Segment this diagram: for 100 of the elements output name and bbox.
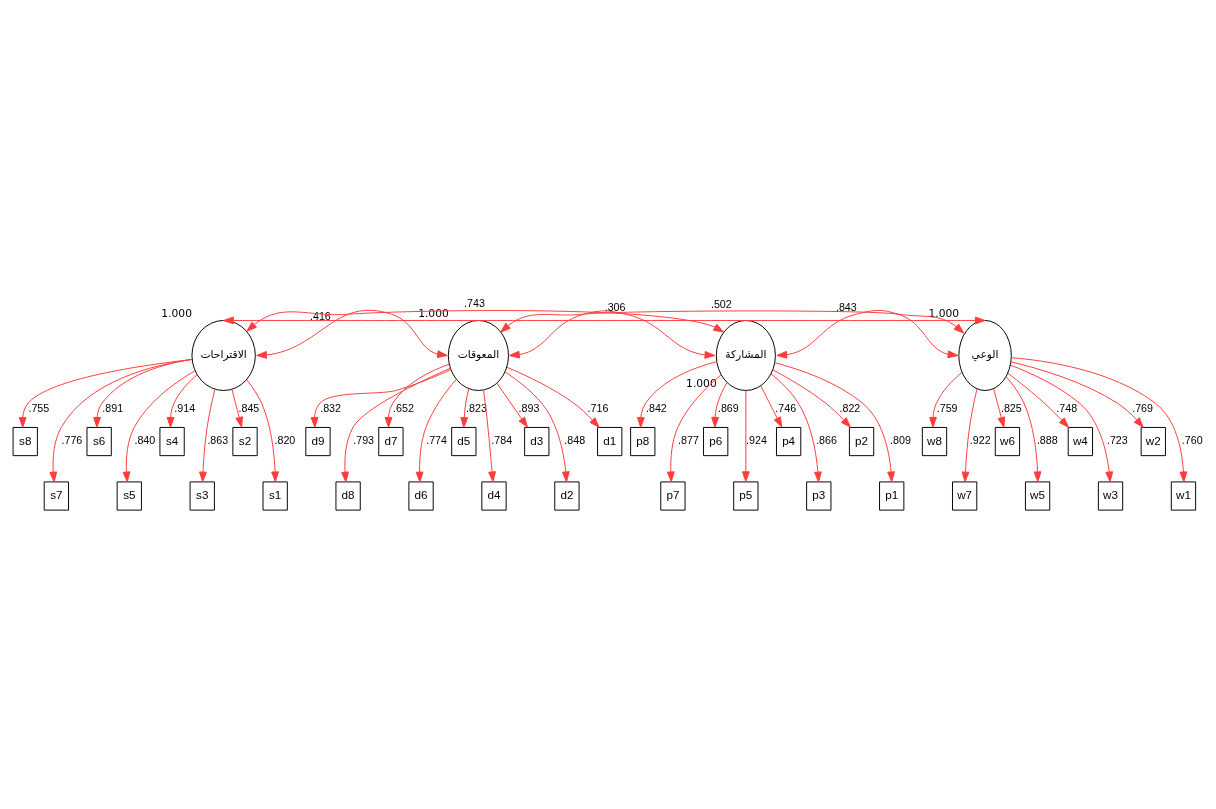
node-box: s4 bbox=[159, 426, 185, 457]
node-box: p8 bbox=[630, 426, 656, 457]
node-box: s7 bbox=[43, 481, 69, 511]
arrow bbox=[199, 389, 216, 483]
edge-label: .832 bbox=[320, 401, 342, 414]
edge-label: .755 bbox=[28, 401, 50, 414]
node-box: p6 bbox=[703, 426, 729, 457]
node-box: d5 bbox=[451, 426, 477, 457]
edge-label: .825 bbox=[1000, 401, 1022, 414]
node-box: p1 bbox=[879, 481, 905, 511]
node-box: w8 bbox=[921, 426, 948, 457]
edge-label: .746 bbox=[775, 401, 797, 414]
arrow bbox=[49, 358, 193, 483]
edge-label: .843 bbox=[835, 300, 857, 313]
node-label: 1.000 bbox=[928, 307, 960, 321]
edge-label: .759 bbox=[936, 401, 958, 414]
arrow bbox=[1007, 372, 1069, 428]
arrow bbox=[504, 371, 570, 483]
edge-label: .502 bbox=[710, 297, 732, 310]
node-box: w2 bbox=[1140, 426, 1166, 457]
node-box: d8 bbox=[335, 481, 361, 511]
arrow bbox=[256, 309, 448, 359]
arrow bbox=[246, 379, 279, 483]
arrow bbox=[1010, 361, 1144, 428]
arrow bbox=[460, 388, 470, 428]
node-box: w6 bbox=[994, 426, 1021, 457]
edge-label: .820 bbox=[274, 434, 296, 447]
arrow bbox=[929, 371, 963, 428]
node-box: w1 bbox=[1170, 481, 1197, 511]
arrow bbox=[415, 378, 457, 483]
edge-label: .877 bbox=[678, 434, 699, 447]
node-box: d4 bbox=[481, 481, 507, 511]
arrow bbox=[993, 388, 1006, 428]
edge-label: .869 bbox=[717, 401, 739, 414]
edge-label: .716 bbox=[587, 401, 609, 414]
arrow bbox=[509, 310, 716, 359]
arrow bbox=[772, 369, 851, 428]
arrow bbox=[166, 374, 198, 428]
node-ellipse: المشاركة bbox=[715, 320, 776, 391]
edge-label: .922 bbox=[969, 434, 991, 447]
node-box: p5 bbox=[733, 481, 759, 511]
arrow bbox=[93, 358, 193, 428]
arrow bbox=[760, 385, 783, 428]
edge-label: .891 bbox=[102, 401, 124, 414]
edge-label: .866 bbox=[816, 434, 837, 447]
edge-label: .774 bbox=[426, 434, 448, 447]
edge-label: .822 bbox=[839, 401, 861, 414]
arrow bbox=[776, 309, 959, 359]
node-box: s3 bbox=[189, 481, 215, 511]
arrow bbox=[231, 389, 243, 428]
arrow bbox=[506, 366, 600, 428]
node-box: p4 bbox=[776, 426, 802, 457]
node-box: w7 bbox=[952, 481, 978, 511]
edge-label: .848 bbox=[564, 434, 586, 447]
arrow bbox=[636, 361, 717, 428]
edge-label: .845 bbox=[238, 401, 260, 414]
edge-label: .760 bbox=[1181, 434, 1203, 447]
arrow bbox=[1010, 364, 1114, 483]
node-box: s2 bbox=[232, 426, 258, 457]
arrow bbox=[961, 388, 978, 483]
edge-label: .748 bbox=[1056, 401, 1078, 414]
node-box: d7 bbox=[378, 426, 404, 457]
edge-label: .893 bbox=[518, 401, 540, 414]
arrow bbox=[496, 382, 528, 428]
node-label: 1.000 bbox=[161, 307, 192, 321]
node-box: s8 bbox=[12, 426, 38, 457]
node-box: d2 bbox=[554, 481, 580, 511]
node-label: 1.000 bbox=[686, 377, 717, 391]
edge-label: .823 bbox=[466, 401, 487, 414]
arrow bbox=[741, 390, 750, 483]
node-box: p3 bbox=[806, 481, 832, 511]
edge-label: .863 bbox=[207, 434, 229, 447]
node-ellipse: الوعي bbox=[958, 320, 1012, 391]
node-box: s6 bbox=[86, 426, 112, 457]
arrow bbox=[1005, 376, 1042, 483]
node-box: d1 bbox=[597, 426, 623, 457]
arrow bbox=[223, 316, 986, 325]
arrow bbox=[246, 310, 724, 333]
edge-label: .809 bbox=[890, 434, 911, 447]
arrow bbox=[18, 359, 193, 428]
arrow bbox=[310, 369, 452, 428]
edge-label: .842 bbox=[645, 401, 667, 414]
node-box: s5 bbox=[116, 481, 142, 511]
edge-label: .793 bbox=[353, 434, 375, 447]
node-box: d3 bbox=[524, 426, 550, 457]
arrow bbox=[666, 374, 722, 483]
arrow bbox=[500, 310, 965, 334]
node-box: w3 bbox=[1097, 481, 1124, 511]
node-box: w5 bbox=[1024, 481, 1051, 511]
node-box: p7 bbox=[660, 481, 686, 511]
node-label: 1.000 bbox=[418, 307, 449, 321]
edge-label: .416 bbox=[310, 310, 331, 323]
arrow bbox=[384, 363, 450, 428]
edge-label: .888 bbox=[1036, 434, 1058, 447]
arrow bbox=[711, 382, 728, 428]
arrow bbox=[774, 362, 895, 483]
arrow bbox=[341, 367, 451, 483]
arrow bbox=[1010, 357, 1188, 483]
arrow bbox=[122, 370, 196, 483]
node-box: w4 bbox=[1067, 426, 1093, 457]
